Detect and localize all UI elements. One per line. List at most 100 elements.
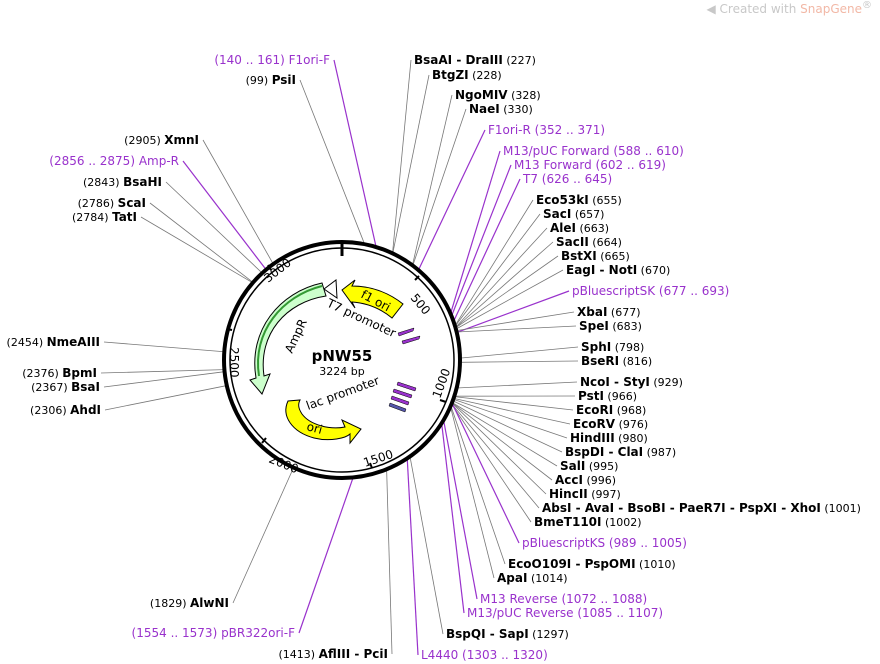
site-name: BpmI (62, 366, 97, 380)
site-name: AlwNI (190, 596, 229, 610)
site-psii[interactable]: (99) PsiI (246, 73, 296, 87)
site-position: (663) (576, 222, 609, 235)
leader-bspdi-clai (452, 400, 563, 453)
leader-acci (451, 402, 553, 481)
feature-label-lac-promoter: lac promoter (304, 373, 381, 412)
site-sphi[interactable]: SphI (798) (581, 340, 644, 354)
leader-ecoo109i-pspomi (450, 405, 506, 565)
svg-text:F1ori-R (352 .. 371): F1ori-R (352 .. 371) (488, 123, 605, 137)
site-tati[interactable]: (2784) TatI (72, 210, 137, 224)
site-spei[interactable]: SpeI (683) (579, 319, 642, 333)
site-afliii-pcii[interactable]: (1413) AflIII - PciI (279, 647, 388, 661)
site-hindiii[interactable]: HindIII (980) (570, 431, 648, 445)
site-ahdi[interactable]: (2306) AhdI (30, 403, 101, 417)
site-position: (976) (615, 418, 648, 431)
site-bmet110i[interactable]: BmeT110I (1002) (534, 515, 642, 529)
site-sacii[interactable]: SacII (664) (556, 235, 622, 249)
site-position: (980) (615, 432, 648, 445)
site-name: T7 (522, 172, 538, 186)
site-position: (227) (503, 54, 536, 67)
site-name: ApaI (497, 571, 527, 585)
site-bpmi[interactable]: (2376) BpmI (22, 366, 97, 380)
site-naei[interactable]: NaeI (330) (469, 102, 533, 116)
site-position: (2786) (78, 197, 118, 210)
site-position: (626 .. 645) (538, 172, 612, 186)
backbone-outer-ring (222, 240, 462, 480)
site-ngomiv[interactable]: NgoMIV (328) (455, 88, 541, 102)
site-eagi-noti[interactable]: EagI - NotI (670) (566, 263, 670, 277)
watermark-mark: ® (862, 0, 872, 11)
tick-1000: 1000 (430, 367, 453, 403)
leader-apai (450, 406, 495, 579)
svg-text:(1829) AlwNI: (1829) AlwNI (150, 596, 229, 610)
site-alwni[interactable]: (1829) AlwNI (150, 596, 229, 610)
site-m13-forward[interactable]: M13 Forward (602 .. 619) (514, 158, 666, 172)
site-bseri[interactable]: BseRI (816) (581, 354, 652, 368)
site-eco53ki[interactable]: Eco53kI (655) (536, 193, 622, 207)
primer-markers-lower (388, 381, 417, 413)
site-t7[interactable]: T7 (626 .. 645) (522, 172, 612, 186)
site-pbr322ori-f[interactable]: (1554 .. 1573) pBR322ori-F (132, 626, 296, 640)
site-bspdi-clai[interactable]: BspDI - ClaI (987) (565, 445, 676, 459)
site-nmeaiii[interactable]: (2454) NmeAIII (7, 335, 100, 349)
leader-amp-r (182, 160, 267, 271)
svg-text:(2376) BpmI: (2376) BpmI (22, 366, 97, 380)
site-m13-puc-forward[interactable]: M13/pUC Forward (588 .. 610) (503, 144, 684, 158)
site-psti[interactable]: PstI (966) (578, 389, 637, 403)
site-l4440[interactable]: L4440 (1303 .. 1320) (421, 648, 548, 662)
site-name: SalI (560, 459, 585, 473)
site-ncoi-styi[interactable]: NcoI - StyI (929) (580, 375, 683, 389)
svg-text:(2454) NmeAIII: (2454) NmeAIII (7, 335, 100, 349)
site-bspqi-sapi[interactable]: BspQI - SapI (1297) (446, 627, 569, 641)
site-xbai[interactable]: XbaI (677) (577, 305, 640, 319)
svg-text:NaeI (330): NaeI (330) (469, 102, 533, 116)
site-position: (1303 .. 1320) (458, 648, 548, 662)
svg-text:(2843) BsaHI: (2843) BsaHI (83, 175, 162, 189)
site-position: (99) (246, 74, 272, 87)
feature-ampr[interactable]: AmpR (249, 282, 327, 395)
site-ecoo109i-pspomi[interactable]: EcoO109I - PspOMI (1010) (508, 557, 676, 571)
site-alei[interactable]: AleI (663) (550, 221, 609, 235)
leader-absi-avai-bsobi-paer7i-pspxi-xhoi (451, 403, 540, 509)
svg-text:BspQI - SapI (1297): BspQI - SapI (1297) (446, 627, 569, 641)
site-f1ori-r[interactable]: F1ori-R (352 .. 371) (488, 123, 605, 137)
feature-lac-promoter[interactable]: lac promoter (304, 373, 381, 412)
site-sali[interactable]: SalI (995) (560, 459, 618, 473)
leader-sali (451, 402, 558, 467)
site-name: F1ori-F (289, 53, 330, 67)
site-name: pBR322ori-F (221, 626, 295, 640)
site-saci[interactable]: SacI (657) (543, 207, 604, 221)
site-position: (602 .. 619) (592, 158, 666, 172)
site-pbluescriptsk[interactable]: pBluescriptSK (677 .. 693) (572, 284, 729, 298)
site-bsai[interactable]: (2367) BsaI (31, 380, 100, 394)
site-scai[interactable]: (2786) ScaI (78, 196, 146, 210)
site-apai[interactable]: ApaI (1014) (497, 571, 568, 585)
site-position: (2784) (72, 211, 112, 224)
site-pbluescriptks[interactable]: pBluescriptKS (989 .. 1005) (522, 536, 687, 550)
site-m13-puc-reverse[interactable]: M13/pUC Reverse (1085 .. 1107) (467, 606, 663, 620)
site-bstxi[interactable]: BstXI (665) (561, 249, 630, 263)
leader-bmet110i (451, 403, 532, 523)
svg-text:AccI (996): AccI (996) (555, 473, 616, 487)
site-bsaai-draiii[interactable]: BsaAI - DraIII (227) (414, 53, 536, 67)
site-absi-avai-bsobi-paer7i-pspxi-xhoi[interactable]: AbsI - AvaI - BsoBI - PaeR7I - PspXI - X… (542, 501, 861, 515)
leader-pbr322ori-f (298, 477, 354, 634)
site-xmni[interactable]: (2905) XmnI (124, 133, 199, 147)
site-amp-r[interactable]: (2856 .. 2875) Amp-R (49, 154, 179, 168)
feature-ori[interactable]: ori (285, 399, 362, 445)
site-ecorv[interactable]: EcoRV (976) (573, 417, 648, 431)
site-m13-reverse[interactable]: M13 Reverse (1072 .. 1088) (480, 592, 647, 606)
site-btgzi[interactable]: BtgZI (228) (432, 68, 502, 82)
svg-text:(1413) AflIII - PciI: (1413) AflIII - PciI (279, 647, 388, 661)
site-f1ori-f[interactable]: (140 .. 161) F1ori-F (214, 53, 330, 67)
site-position: (140 .. 161) (214, 53, 288, 67)
site-bsahi[interactable]: (2843) BsaHI (83, 175, 162, 189)
site-acci[interactable]: AccI (996) (555, 473, 616, 487)
site-name: pBluescriptSK (572, 284, 656, 298)
site-name: M13 Forward (514, 158, 592, 172)
site-position: (677) (607, 306, 640, 319)
site-ecori[interactable]: EcoRI (968) (576, 403, 646, 417)
svg-text:pBluescriptKS (989 .. 1005): pBluescriptKS (989 .. 1005) (522, 536, 687, 550)
site-hincii[interactable]: HincII (997) (549, 487, 621, 501)
svg-text:SphI (798): SphI (798) (581, 340, 644, 354)
